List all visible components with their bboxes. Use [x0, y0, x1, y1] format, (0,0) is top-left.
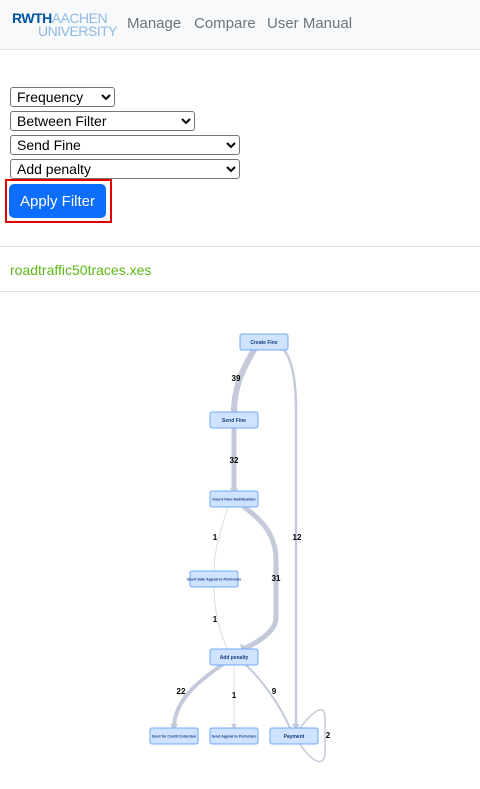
node-add-penalty[interactable]: Add penalty — [209, 648, 259, 666]
nav-link-compare[interactable]: Compare — [194, 15, 256, 32]
node-send-appeal-to-prefecture[interactable]: Send Appeal to Prefecture — [209, 727, 259, 745]
edge-insert-fine-notification-insert-date-appeal — [213, 506, 229, 572]
divider-bottom — [0, 291, 480, 292]
apply-filter-highlight — [5, 179, 112, 223]
edge-add-penalty-payment — [245, 664, 291, 729]
edge-add-penalty-send-for-credit-collection — [172, 663, 224, 730]
filter-type-select[interactable]: Between Filter — [10, 111, 195, 131]
log-filename[interactable]: roadtraffic50traces.xes — [10, 262, 152, 278]
edge-label: 2 — [326, 731, 331, 740]
start-activity-select[interactable]: Send Fine — [10, 135, 240, 155]
edge-label: 22 — [177, 687, 186, 696]
arrowhead-send-fine — [230, 408, 238, 414]
edge-label: 12 — [293, 533, 302, 542]
node-label: Send Appeal to Prefecture — [212, 734, 257, 738]
node-send-for-credit-collection[interactable]: Send for Credit Collection — [149, 727, 199, 745]
apply-filter-button[interactable]: Apply Filter — [9, 184, 106, 218]
arrowhead-send-for-credit-collection — [170, 724, 178, 730]
end-activity-select[interactable]: Add penalty — [10, 159, 240, 179]
nav-link-manage[interactable]: Manage — [127, 15, 182, 32]
node-label: Insert Date Appeal to Prefecture — [187, 577, 242, 581]
rwth-logo[interactable]: RWTHAACHEN UNIVERSITY — [12, 10, 118, 40]
logo-aachen-text: AACHEN — [51, 10, 108, 26]
edge-create-fine-send-fine — [231, 347, 257, 415]
node-label: Send Fine — [222, 418, 246, 424]
node-payment[interactable]: Payment — [269, 727, 319, 745]
edge-create-fine-payment — [282, 348, 298, 730]
logo-university-text: UNIVERSITY — [38, 23, 118, 39]
process-map: 39 32 1 31 12 1 22 1 9 2 Create Fine Sen… — [149, 333, 331, 763]
edge-label: 1 — [232, 691, 237, 700]
edge-payment-self-loop — [299, 709, 326, 763]
edge-insert-date-appeal-add-penalty — [213, 586, 229, 650]
nav-link-user-manual[interactable]: User Manual — [267, 15, 353, 32]
edge-label: 31 — [272, 574, 281, 583]
edge-label: 1 — [213, 615, 218, 624]
edge-label: 9 — [272, 687, 277, 696]
node-send-fine[interactable]: Send Fine — [209, 411, 259, 429]
edge-label: 1 — [213, 533, 218, 542]
node-label: Payment — [284, 734, 305, 740]
navbar: RWTHAACHEN UNIVERSITY Manage Compare Use… — [0, 0, 480, 50]
node-label: Create Fine — [250, 340, 277, 346]
node-insert-fine-notification[interactable]: Insert Fine Notification — [209, 490, 259, 508]
node-label: Insert Fine Notification — [212, 497, 256, 502]
node-insert-date-appeal-to-prefecture[interactable]: Insert Date Appeal to Prefecture — [187, 570, 242, 588]
logo-rwth-text: RWTH — [12, 10, 52, 26]
divider-top — [0, 246, 480, 247]
node-label: Add penalty — [220, 655, 249, 661]
arrowhead-send-appeal — [231, 724, 237, 729]
metric-select[interactable]: Frequency — [10, 87, 115, 107]
edge-label: 39 — [232, 374, 241, 383]
node-label: Send for Credit Collection — [152, 734, 196, 738]
edge-label: 32 — [230, 456, 239, 465]
logo-top-line: RWTHAACHEN — [12, 10, 108, 26]
arrowhead-payment — [292, 724, 300, 730]
node-create-fine[interactable]: Create Fine — [239, 333, 289, 351]
edge-insert-fine-notification-add-penalty — [241, 504, 279, 652]
